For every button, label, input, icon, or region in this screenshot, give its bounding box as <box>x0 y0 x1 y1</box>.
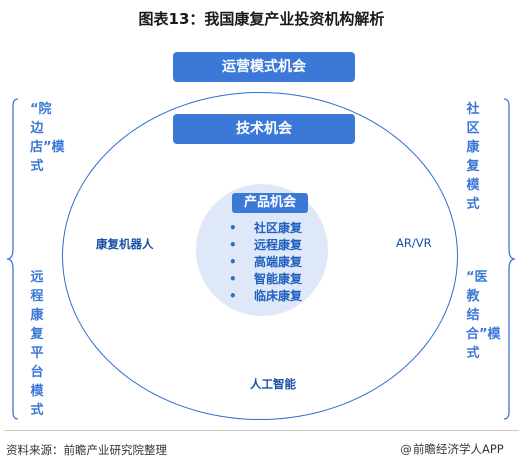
right-side-label-2: “医教结合”模式 <box>466 270 501 361</box>
product-item-label: 临床康复 <box>254 289 303 303</box>
product-item-label: 高端康复 <box>254 255 303 269</box>
bullet-icon: • <box>229 272 237 286</box>
ar-vr-label: AR/VR <box>396 236 432 250</box>
product-item-label: 远程康复 <box>254 238 303 252</box>
product-item: • 高端康复 <box>229 254 339 271</box>
operating-model-bar: 运营模式机会 <box>173 52 355 82</box>
technology-bar: 技术机会 <box>173 114 355 144</box>
bullet-icon: • <box>229 289 237 303</box>
bullet-icon: • <box>229 221 237 235</box>
product-list: • 社区康复 • 远程康复 • 高端康复 • 智能康复 • 临床康复 <box>229 220 339 305</box>
product-item: • 社区康复 <box>229 220 339 237</box>
right-brace <box>503 98 516 420</box>
product-item: • 远程康复 <box>229 237 339 254</box>
bullet-icon: • <box>229 238 237 252</box>
product-item-label: 智能康复 <box>254 272 303 286</box>
bullet-icon: • <box>229 255 237 269</box>
source-note: 资料来源：前瞻产业研究院整理 <box>6 443 167 457</box>
at-icon: @ <box>400 442 412 456</box>
brand-name: 前瞻经济学人APP <box>413 442 504 456</box>
rehab-robot-label: 康复机器人 <box>96 237 154 251</box>
product-opportunity-title: 产品机会 <box>232 193 308 213</box>
left-side-label-1: “院边店”模式 <box>30 102 65 174</box>
product-item: • 临床康复 <box>229 288 339 305</box>
left-side-label-2: 远程康复平台模式 <box>30 270 44 418</box>
left-brace <box>6 98 19 420</box>
product-item: • 智能康复 <box>229 271 339 288</box>
product-item-label: 社区康复 <box>254 221 303 235</box>
footer-divider <box>4 430 519 431</box>
ai-label: 人工智能 <box>250 377 296 391</box>
figure-title: 图表13：我国康复产业投资机构解析 <box>138 10 385 28</box>
brand-credit: @前瞻经济学人APP <box>399 441 504 457</box>
right-side-label-1: 社区康复模式 <box>466 102 480 212</box>
